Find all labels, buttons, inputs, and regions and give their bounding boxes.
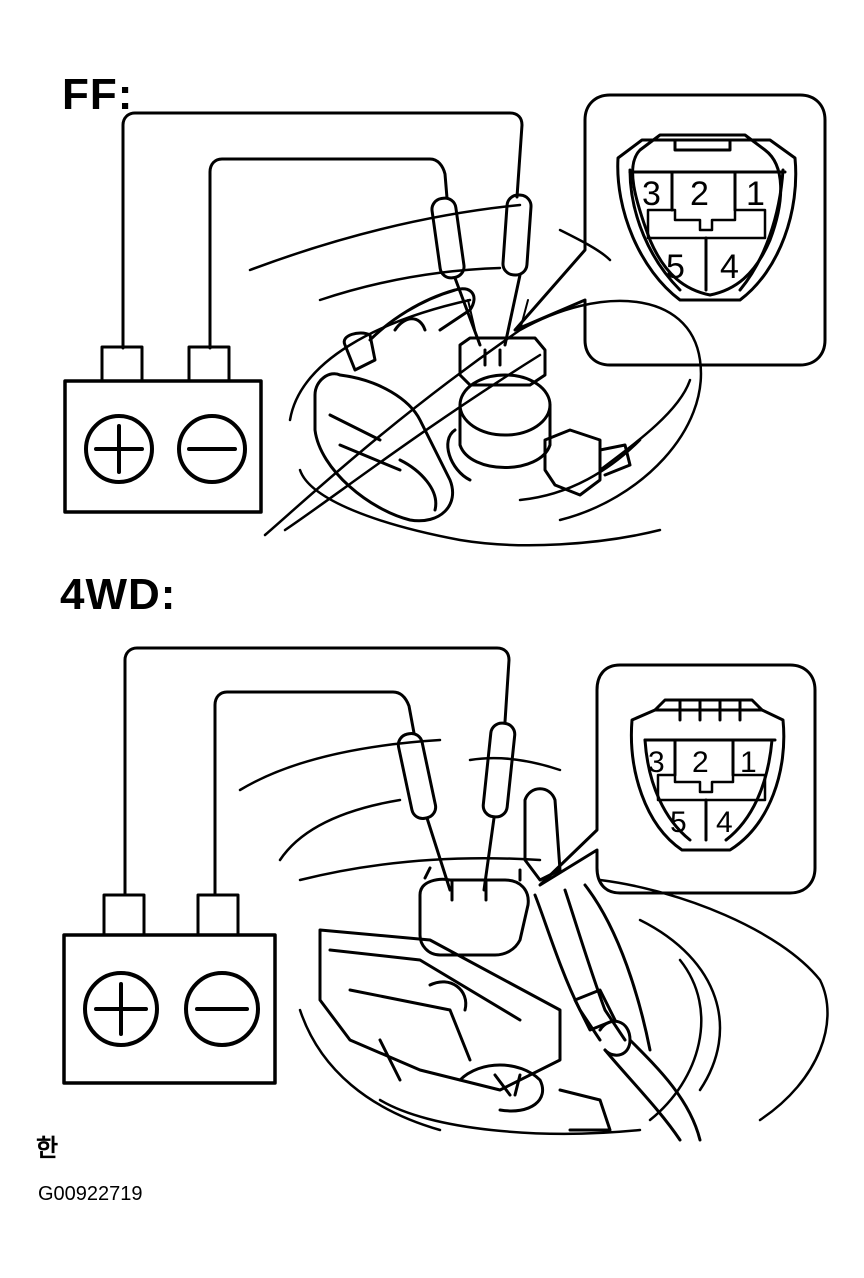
ff-meter-wires (121, 111, 524, 350)
figure-code: G00922719 (38, 1183, 143, 1205)
4wd-tank-outline (238, 738, 829, 1135)
ff-pin-3: 3 (642, 175, 661, 213)
4wd-wiring-diagram: 3 2 1 5 4 (62, 646, 829, 1142)
4wd-pin-5: 5 (670, 806, 687, 839)
4wd-connector-callout (538, 663, 817, 895)
4wd-pin-3: 3 (648, 746, 665, 779)
section-title-4wd: 4WD: (60, 570, 177, 619)
4wd-meter-wires (123, 646, 511, 897)
4wd-plus-icon (94, 982, 148, 1036)
ff-sender-unit (313, 287, 632, 523)
ff-positive-terminal-icon (84, 414, 154, 484)
ff-wiring-diagram: 3 2 1 5 4 (63, 93, 827, 547)
ff-pin-1: 1 (746, 175, 765, 213)
ff-pin-5: 5 (666, 248, 685, 286)
4wd-pump-assembly (318, 787, 702, 1142)
4wd-positive-terminal-icon (83, 971, 159, 1047)
4wd-pin-4: 4 (716, 806, 733, 839)
section-title-ff: FF: (62, 70, 134, 119)
4wd-pin-2: 2 (692, 746, 709, 779)
4wd-circuit-tester (62, 893, 277, 1085)
ff-probe-leads (430, 193, 533, 367)
4wd-negative-terminal-icon (184, 971, 260, 1047)
ff-negative-terminal-icon (177, 414, 247, 484)
ff-connector-callout (513, 93, 827, 367)
4wd-pin-1: 1 (740, 746, 757, 779)
ff-pin-2: 2 (690, 175, 709, 213)
ff-pin-4: 4 (720, 248, 739, 286)
4wd-probe-leads (396, 721, 517, 902)
ff-plus-icon (94, 424, 144, 474)
language-mark: 한 (36, 1135, 59, 1162)
ff-tank-outline (248, 203, 703, 547)
ff-circuit-tester (63, 345, 263, 514)
